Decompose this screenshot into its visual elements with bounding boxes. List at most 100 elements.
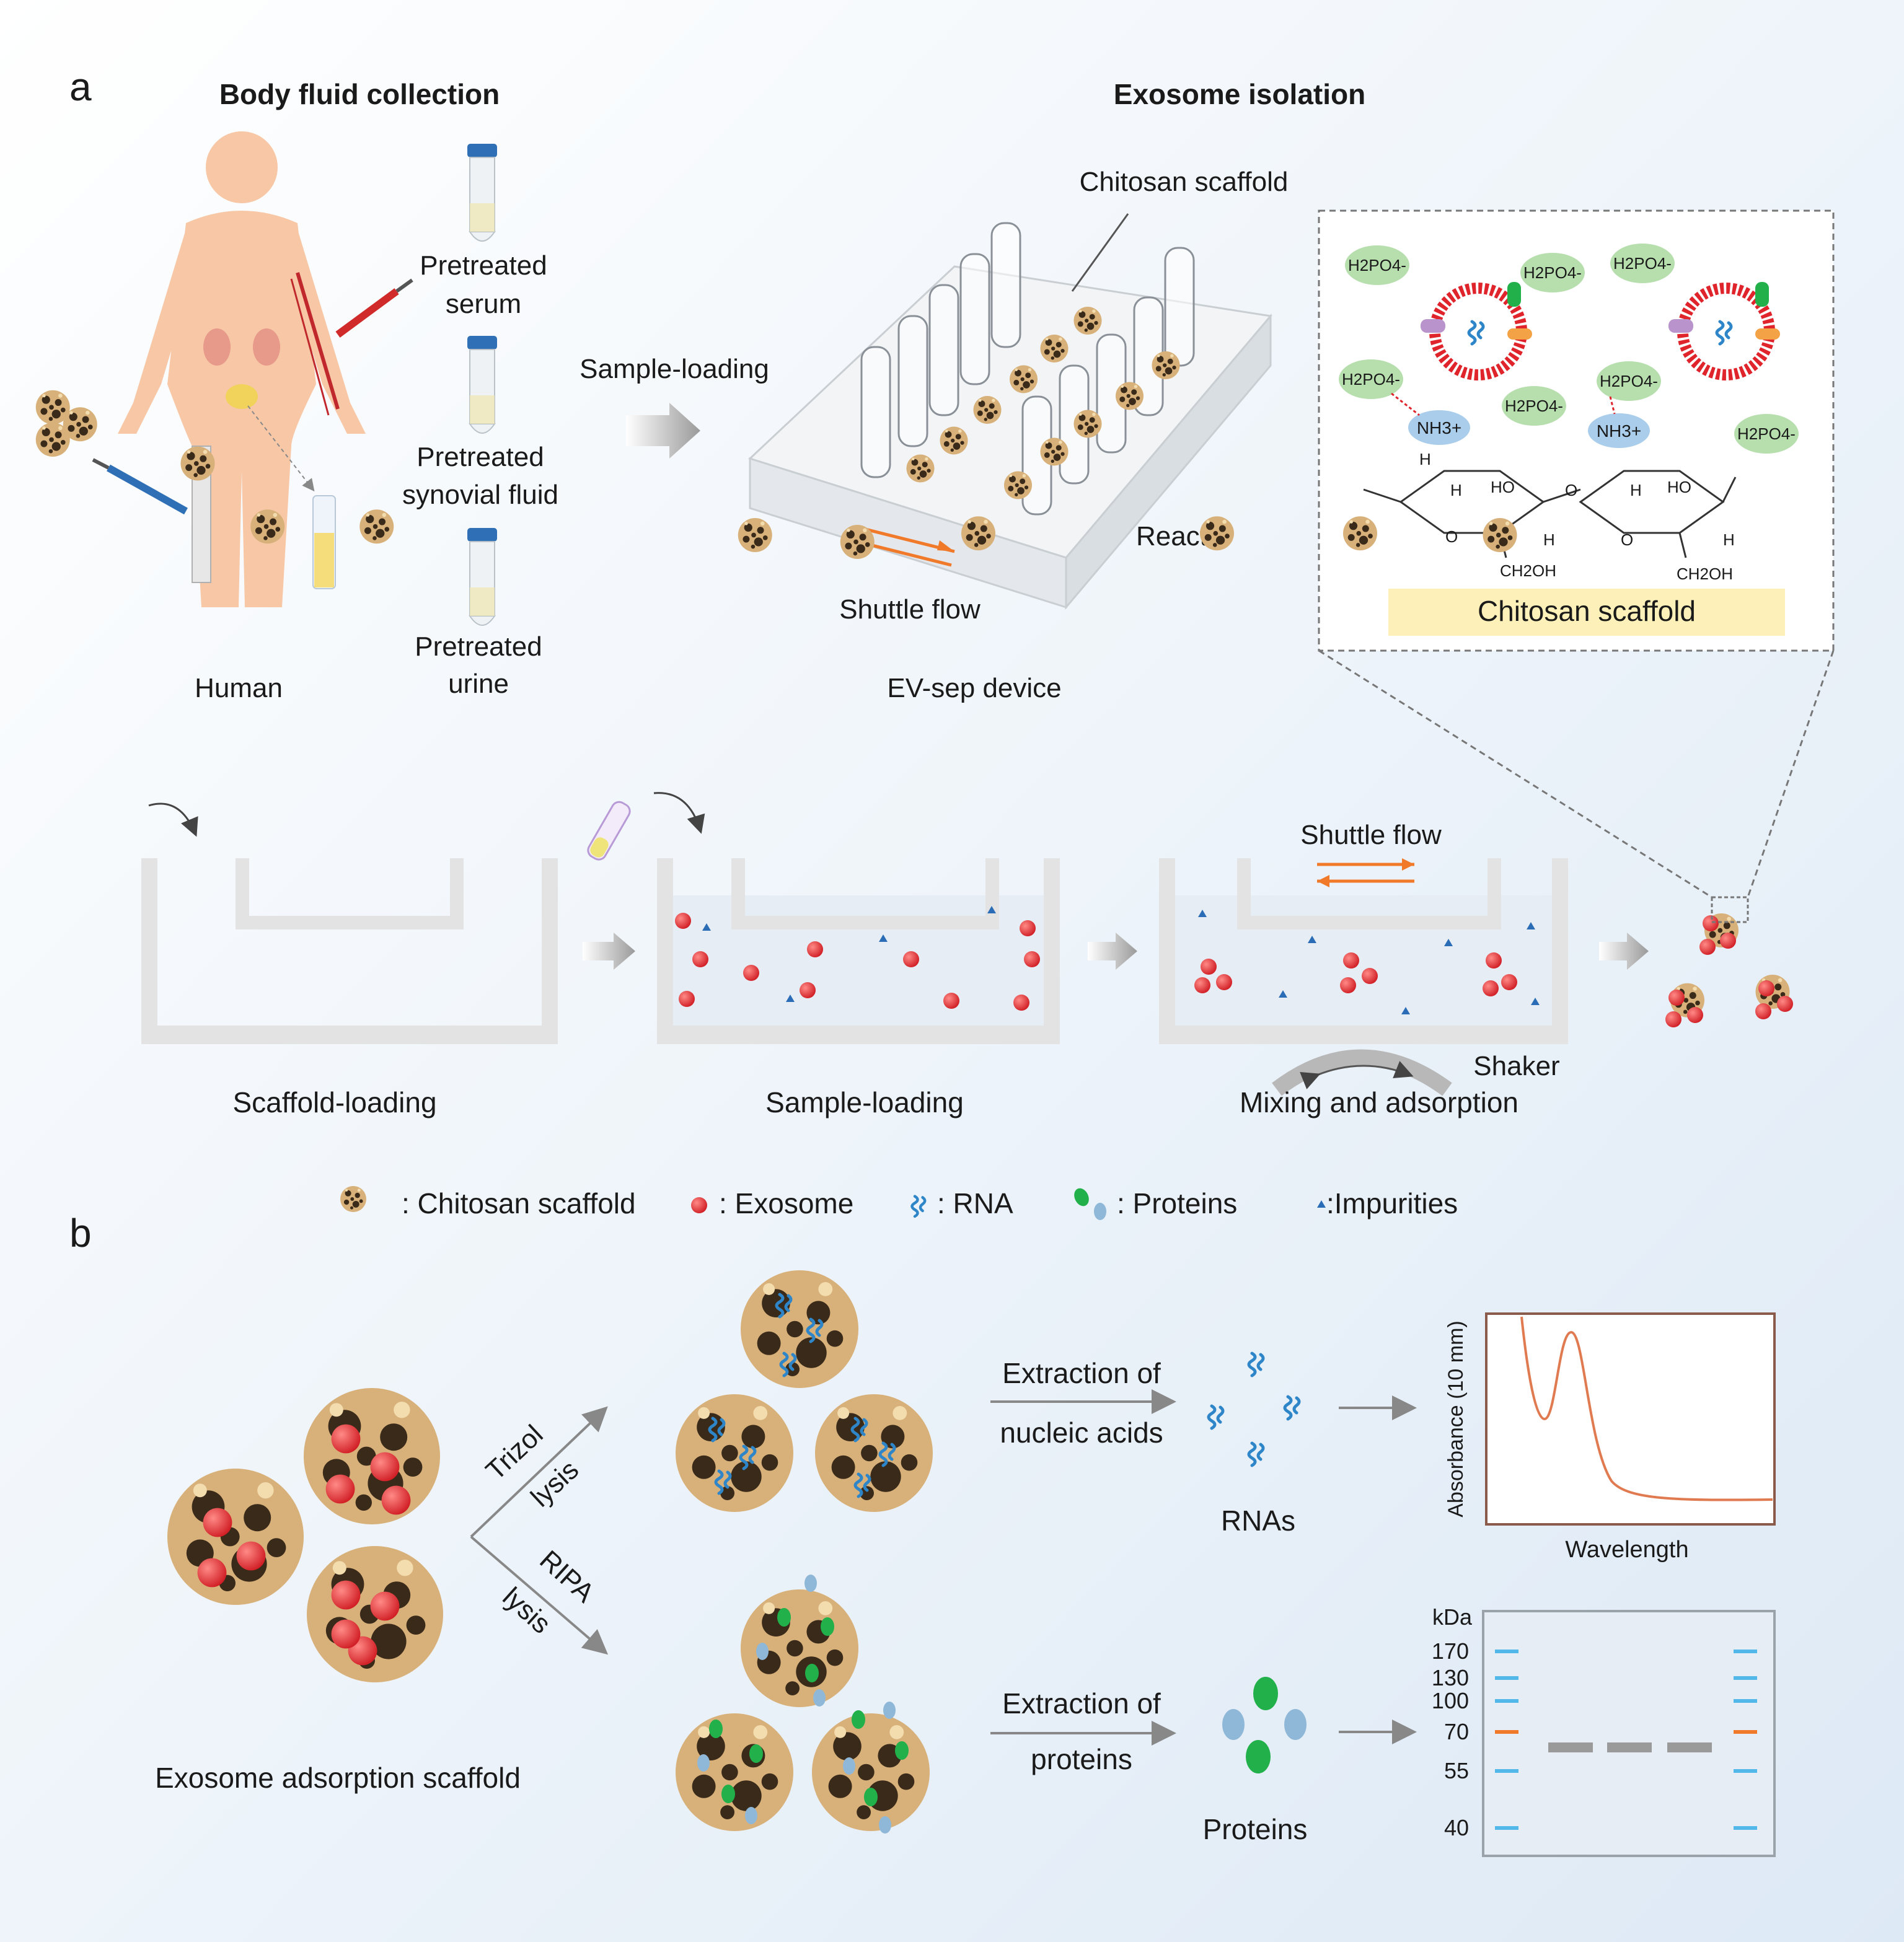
step-arrow-2-icon (1088, 933, 1137, 970)
phosphate-label-6: H2PO4- (1600, 372, 1658, 390)
gel-ladder-band-100-left (1495, 1699, 1518, 1703)
gel-ladder-band-70-right (1734, 1730, 1757, 1734)
gel-ladder-label-55: 55 (1444, 1758, 1469, 1783)
protein-step-line2: proteins (1031, 1743, 1132, 1775)
atom-o-1: O (1445, 527, 1458, 546)
human-body-illustration (118, 131, 366, 607)
atom-o-2: O (1565, 481, 1577, 499)
rna-step-line1: Extraction of (1002, 1357, 1161, 1389)
gel-ladder-band-170-left (1495, 1650, 1518, 1653)
sample-loading-impurities (702, 906, 996, 1002)
synovial-tube-icon (467, 335, 498, 434)
inset-zoom-line-left (1318, 649, 1712, 899)
absorbance-ylabel: Absorbance (10 mm) (1444, 1320, 1468, 1517)
panel-b-letter: b (69, 1211, 92, 1255)
exosome-isolation-title: Exosome isolation (1114, 78, 1365, 110)
ammonium-label-left: NH3+ (1417, 418, 1461, 437)
legend: : Chitosan scaffold : Exosome : RNA : Pr… (340, 1186, 1458, 1220)
device-chitosan-scaffold-label: Chitosan scaffold (1080, 167, 1289, 197)
synovial-tube-label-line1: Pretreated (416, 442, 544, 472)
ionic-bond-left (1391, 392, 1420, 416)
step-scaffold-loading-label: Scaffold-loading (232, 1086, 436, 1118)
step-arrow-1-icon (583, 933, 635, 970)
chemistry-caption: Chitosan scaffold (1478, 595, 1696, 627)
legend-protein-icon (1074, 1188, 1106, 1220)
gel-ladder-band-40-left (1495, 1826, 1518, 1830)
sample-loading-tray (657, 858, 1060, 1044)
branch-line-upper (470, 1406, 608, 1538)
exosome-vesicle-illustration-right (1668, 282, 1780, 380)
human-label: Human (195, 673, 283, 703)
sample-loading-arrow-label: Sample-loading (580, 354, 769, 384)
protein-step-line1: Extraction of (1002, 1687, 1161, 1720)
gel-ladder-band-55-left (1495, 1769, 1518, 1773)
atom-o-3: O (1621, 530, 1633, 549)
gel-ladder-label-130: 130 (1432, 1665, 1469, 1690)
phosphate-label-7: H2PO4- (1737, 424, 1796, 443)
step-sample-loading-label: Sample-loading (765, 1086, 964, 1118)
ammonium-label-right: NH3+ (1597, 421, 1641, 441)
extracted-protein-icons (1222, 1677, 1307, 1773)
adsorption-scaffold-caption: Exosome adsorption scaffold (155, 1762, 521, 1794)
atom-ho-2: HO (1667, 478, 1691, 496)
device-shuttle-flow-label: Shuttle flow (839, 594, 981, 625)
serum-tube-label-line2: serum (446, 289, 521, 319)
phosphate-label-5: H2PO4- (1505, 397, 1563, 415)
gel-ladder-band-70-left (1495, 1730, 1518, 1734)
atom-h-2: H (1450, 481, 1462, 499)
urine-tube-label-line1: Pretreated (415, 631, 542, 662)
atom-h-4: H (1630, 481, 1642, 499)
gel-ladder-band-130-right (1734, 1676, 1757, 1680)
gel-frame (1482, 1610, 1776, 1857)
atom-ch2oh-1: CH2OH (1500, 561, 1556, 580)
sample-tube-small-icon (587, 801, 631, 861)
absorbance-curve (1520, 1316, 1773, 1501)
gel-ladder-band-130-left (1495, 1676, 1518, 1680)
urine-tube-label-line2: urine (448, 669, 509, 699)
gel-ladder-label-40: 40 (1444, 1815, 1469, 1840)
legend-scaffold-icon (340, 1186, 366, 1212)
ionic-bond-right (1609, 396, 1616, 415)
atom-ho-1: HO (1491, 478, 1515, 496)
phosphate-label-2: H2PO4- (1523, 263, 1582, 282)
gel-sample-band-3 (1667, 1742, 1712, 1752)
step-mixing-adsorption-label: Mixing and adsorption (1240, 1086, 1518, 1118)
panel-a-letter: a (69, 64, 92, 109)
phosphate-label-1: H2PO4- (1348, 256, 1406, 275)
body-fluid-collection-title: Body fluid collection (219, 78, 500, 110)
inset-zoom-line-right (1747, 650, 1835, 898)
serum-tube-label-line1: Pretreated (420, 250, 547, 281)
gel-unit-label: kDa (1432, 1604, 1473, 1630)
mixing-shuttle-flow-label: Shuttle flow (1300, 820, 1442, 850)
ammonium-bubble-left (1408, 410, 1470, 445)
legend-exosome-text: : Exosome (719, 1187, 853, 1219)
phosphate-bubbles (1339, 244, 1799, 454)
scaffold-loading-tray (141, 858, 558, 1044)
protein-scaffolds (676, 1575, 930, 1834)
shaker-label: Shaker (1473, 1051, 1559, 1081)
gel-ladder-band-55-right (1734, 1769, 1757, 1773)
urine-tube-icon (467, 527, 498, 626)
shaker-motion-arrow (1300, 1061, 1414, 1089)
gel-ladder-label-100: 100 (1432, 1688, 1469, 1713)
ev-sep-device-caption: EV-sep device (887, 673, 1061, 703)
absorbance-xlabel: Wavelength (1565, 1537, 1688, 1563)
atom-h-5: H (1723, 530, 1735, 549)
mixing-shuttle-flow-arrows-icon (1317, 858, 1414, 887)
gel-sample-band-1 (1548, 1742, 1593, 1752)
legend-scaffold-text: : Chitosan scaffold (402, 1187, 636, 1219)
mixing-impurities (1198, 910, 1540, 1014)
sample-drop-arrow (653, 792, 705, 834)
phosphate-label-4: H2PO4- (1342, 370, 1400, 389)
scaffold-drop-arrow (148, 802, 198, 837)
syringe-icon-knee (92, 458, 188, 515)
syringe-icon-arm (335, 278, 413, 338)
gel-ladder-band-100-right (1734, 1699, 1757, 1703)
step-arrow-3-icon (1599, 933, 1649, 970)
branch-line-lower (470, 1536, 609, 1655)
shaker-illustration (1272, 1049, 1452, 1096)
gel-ladder-band-170-right (1734, 1650, 1757, 1653)
chemistry-caption-box (1388, 589, 1785, 636)
legend-protein-text: : Proteins (1117, 1187, 1237, 1219)
